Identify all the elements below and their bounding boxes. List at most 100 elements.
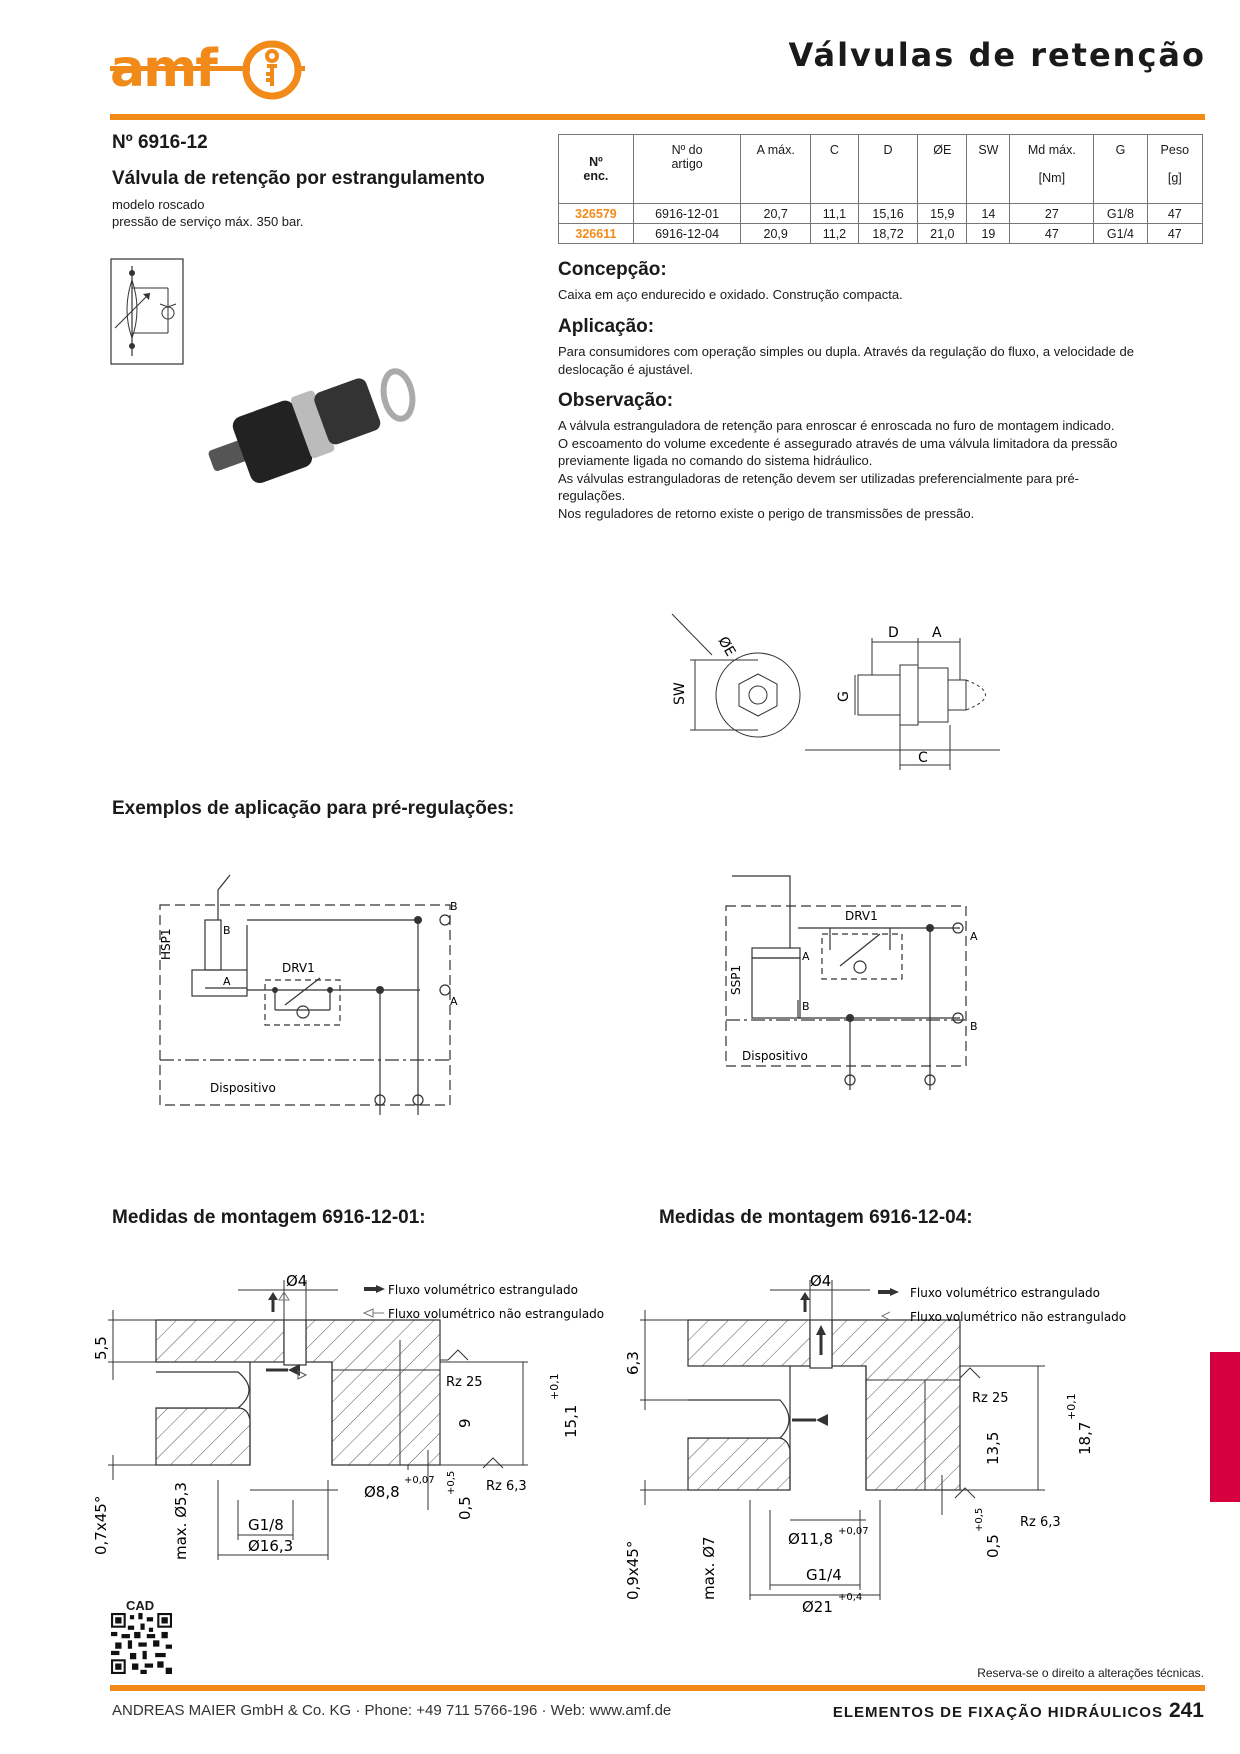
dim-163: Ø16,3 <box>248 1537 293 1555</box>
table-cell: 11,2 <box>810 223 859 244</box>
section-title-observacao: Observação: <box>558 390 674 411</box>
th-d: D <box>857 134 919 204</box>
label-device: Dispositivo <box>210 1081 276 1095</box>
dim-187: 18,7 <box>1076 1422 1094 1455</box>
dim-d4: Ø4 <box>810 1272 831 1290</box>
th-c: C <box>810 134 859 204</box>
label-b: B <box>802 1000 810 1013</box>
table-cell: 11,1 <box>810 203 859 224</box>
example-left-circuit: HSP1 DRV1 B B A A Dispositivo <box>159 874 458 1115</box>
chamfer: 0,7x45° <box>92 1496 110 1555</box>
label-b2: B <box>970 1020 978 1033</box>
tol-04: +0,4 <box>838 1592 862 1603</box>
example-right-circuit: SSP1 DRV1 A A B B Dispositivo <box>725 875 978 1090</box>
mount-title-01: Medidas de montagem 6916-12-01: <box>112 1207 426 1228</box>
section-text-concepcao: Caixa em aço endurecido e oxidado. Const… <box>558 287 903 302</box>
th-weight: Peso[g] <box>1146 134 1204 204</box>
subtitle-line: modelo roscado <box>112 197 205 212</box>
product-subtitle: modelo roscado pressão de serviço máx. 3… <box>112 196 304 230</box>
examples-title: Exemplos de aplicação para pré-regulaçõe… <box>112 798 515 819</box>
max-7: max. Ø7 <box>700 1536 718 1600</box>
order-code-link[interactable]: 326579 <box>558 203 634 224</box>
legend-throttled: Fluxo volumétrico estrangulado <box>388 1283 578 1297</box>
dim-05: 0,5 <box>984 1534 1002 1558</box>
label-device: Dispositivo <box>742 1049 808 1063</box>
section-title-concepcao: Concepção: <box>558 259 667 280</box>
tol-05: +0,5 <box>446 1471 457 1495</box>
section-side-tab <box>1210 1352 1240 1502</box>
table-cell: 14 <box>966 203 1011 224</box>
dim-63: 6,3 <box>624 1351 642 1375</box>
dim-118: Ø11,8 <box>788 1530 833 1548</box>
table-cell: 15,16 <box>857 203 919 224</box>
table-cell: 18,72 <box>857 223 919 244</box>
footer-category: ELEMENTOS DE FIXAÇÃO HIDRÁULICOS <box>832 1704 1163 1721</box>
amf-logo: amf <box>110 39 305 100</box>
dim-88: Ø8,8 <box>364 1483 400 1501</box>
dim-151: 15,1 <box>562 1405 580 1438</box>
footer-right: ELEMENTOS DE FIXAÇÃO HIDRÁULICOS 241 <box>833 1699 1204 1723</box>
label-valve: DRV1 <box>282 961 315 975</box>
rz25: Rz 25 <box>446 1375 483 1390</box>
table-cell: 20,7 <box>740 203 812 224</box>
label-cyl: HSP1 <box>159 928 173 960</box>
dim-e: ØE <box>715 634 739 659</box>
section-text-observacao: A válvula estranguladora de retenção par… <box>558 418 1118 521</box>
th-a: A máx. <box>740 134 812 204</box>
subtitle-line: pressão de serviço máx. 350 bar. <box>112 214 304 229</box>
dim-d4: Ø4 <box>286 1272 307 1290</box>
table-cell: 19 <box>966 223 1011 244</box>
section-title-aplicacao: Aplicação: <box>558 316 655 337</box>
tol-007: +0,07 <box>838 1526 869 1537</box>
table-cell: 27 <box>1009 203 1095 224</box>
table-cell: 15,9 <box>917 203 968 224</box>
dim-135: 13,5 <box>984 1432 1002 1465</box>
dim-g: G <box>836 691 852 702</box>
th-e: ØE <box>917 134 968 204</box>
tol-01: +0,1 <box>1065 1393 1078 1420</box>
mount-title-04: Medidas de montagem 6916-12-04: <box>659 1207 973 1228</box>
product-name: Válvula de retenção por estrangulamento <box>112 168 485 189</box>
table-cell: 6916-12-01 <box>632 203 742 224</box>
dimension-drawing: ØE SW G D A C <box>671 613 1000 770</box>
max-53: max. Ø5,3 <box>172 1482 190 1560</box>
table-cell: 47 <box>1146 223 1204 244</box>
th-md: Md máx.[Nm] <box>1009 134 1095 204</box>
dim-d: D <box>888 625 899 641</box>
dim-a: A <box>932 625 942 641</box>
dim-c: C <box>918 750 928 766</box>
top-rule <box>110 114 1205 120</box>
page-title: Válvulas de retenção <box>788 36 1206 74</box>
footer-company: ANDREAS MAIER GmbH & Co. KG · Phone: +49… <box>112 1702 672 1719</box>
mount-drawing-04: Fluxo volumétrico estrangulado Fluxo vol… <box>624 1272 1126 1616</box>
table-cell: G1/8 <box>1093 203 1148 224</box>
table-cell: G1/4 <box>1093 223 1148 244</box>
dim-sw: SW <box>672 682 688 705</box>
table-cell: 21,0 <box>917 223 968 244</box>
product-photo <box>208 368 416 484</box>
product-number: Nº 6916-12 <box>112 132 208 153</box>
th-g: G <box>1093 134 1148 204</box>
table-cell: 20,9 <box>740 223 812 244</box>
rz63: Rz 6,3 <box>1020 1515 1061 1530</box>
g14: G1/4 <box>806 1566 842 1584</box>
label-cyl: SSP1 <box>729 965 743 995</box>
order-code-link[interactable]: 326611 <box>558 223 634 244</box>
th-sw: SW <box>966 134 1011 204</box>
tol-01: +0,1 <box>548 1373 561 1400</box>
dim-55: 5,5 <box>92 1336 110 1360</box>
bottom-rule <box>110 1685 1205 1691</box>
dim-05: 0,5 <box>456 1496 474 1520</box>
label-b: B <box>223 924 231 937</box>
dim-21: Ø21 <box>802 1598 833 1616</box>
label-a2: A <box>450 995 458 1008</box>
cad-label: CAD <box>126 1598 155 1613</box>
qr-code-icon[interactable] <box>111 1613 172 1674</box>
legend-unthrottled: Fluxo volumétrico não estrangulado <box>910 1310 1126 1324</box>
tol-05: +0,5 <box>974 1508 985 1532</box>
page-number: 241 <box>1168 1699 1204 1722</box>
